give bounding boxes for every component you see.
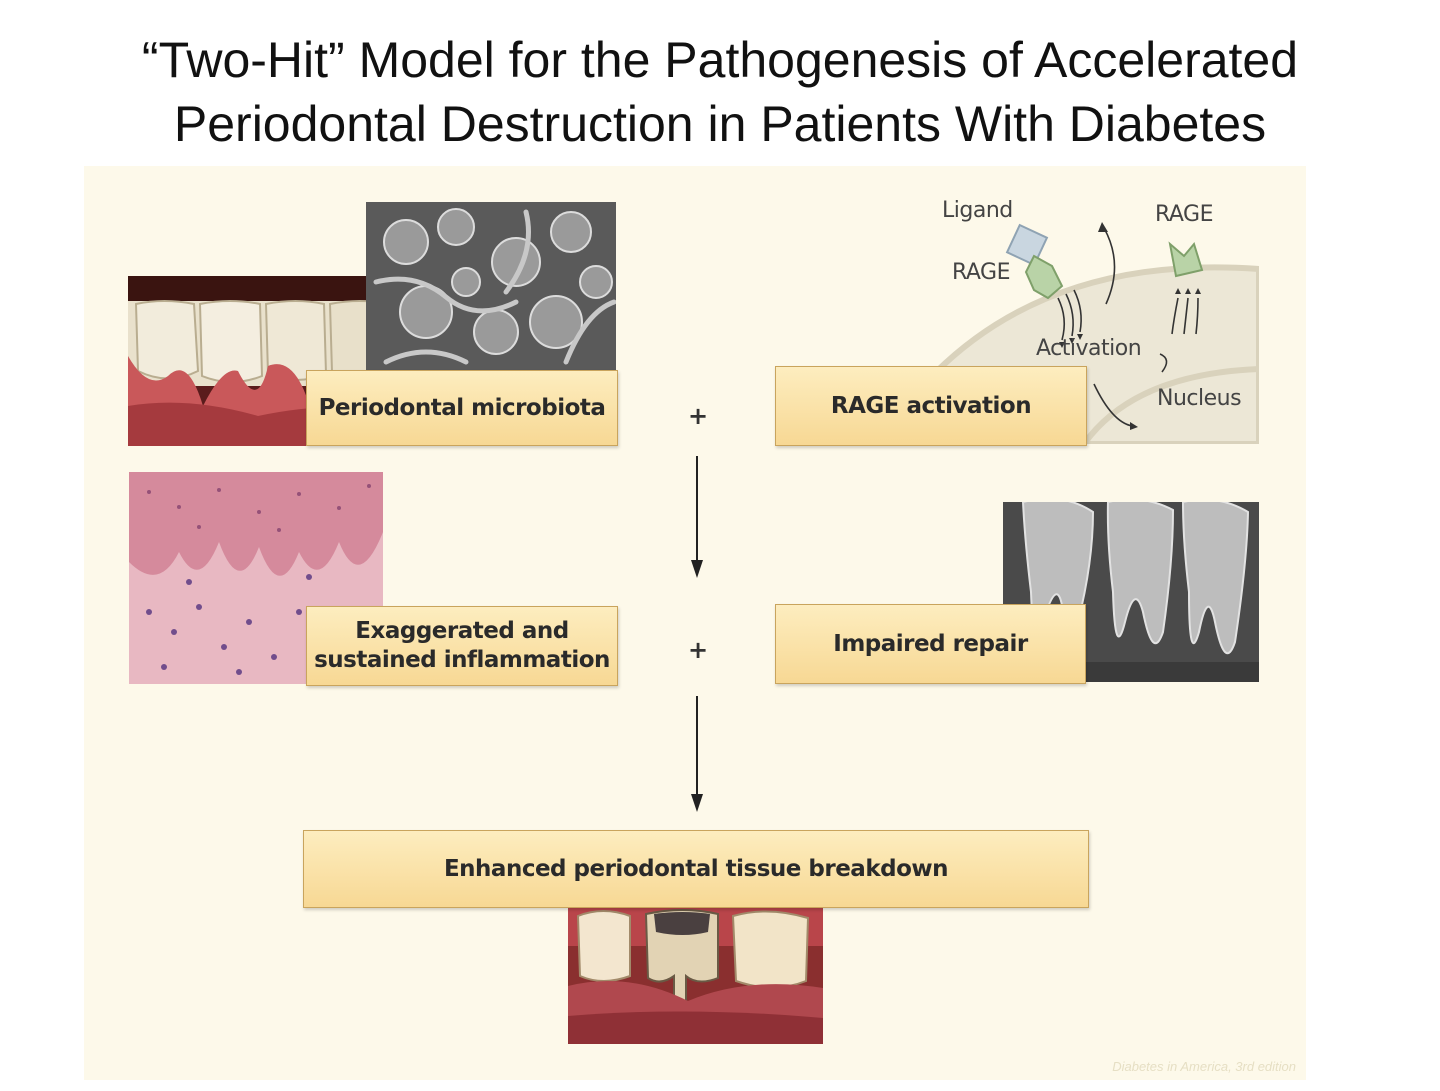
periodontal-microbiota-label: Periodontal microbiota: [318, 394, 606, 421]
inflammation-label-line-1: Exaggerated and: [355, 618, 569, 644]
rage-activation-label: RAGE activation: [830, 392, 1032, 419]
gingivitis-photo: [128, 276, 388, 446]
source-credit: Diabetes in America, 3rd edition: [1112, 1059, 1296, 1074]
rage-activation-box: RAGE activation: [775, 366, 1087, 446]
tissue-breakdown-box: Enhanced periodontal tissue breakdown: [303, 830, 1089, 908]
rage-receptor-icon: [1024, 254, 1064, 300]
rage-free-label: RAGE: [1155, 202, 1214, 227]
periodontal-microbiota-box: Periodontal microbiota: [306, 370, 618, 446]
arrow-down-icon: [691, 456, 703, 578]
tissue-breakdown-label: Enhanced periodontal tissue breakdown: [443, 855, 949, 882]
inflammation-box: Exaggerated and sustained inflammation: [306, 606, 618, 686]
activation-label: Activation: [1036, 336, 1142, 361]
rage-bound-label: RAGE: [952, 260, 1011, 285]
inflammation-label-line-2: sustained inflammation: [314, 647, 610, 673]
impaired-repair-box: Impaired repair: [775, 604, 1086, 684]
title-line-2: Periodontal Destruction in Patients With…: [173, 96, 1267, 152]
plus-sign-top: +: [688, 402, 709, 430]
nucleus-label: Nucleus: [1157, 386, 1242, 411]
slide-title: “Two-Hit” Model for the Pathogenesis of …: [0, 28, 1440, 156]
diagram-panel: Ligand RAGE RAGE Activation Nucleus: [84, 166, 1306, 1080]
impaired-repair-label: Impaired repair: [833, 630, 1028, 657]
plus-sign-middle: +: [688, 636, 709, 664]
ligand-label: Ligand: [942, 198, 1013, 223]
arrow-down-icon: [691, 696, 703, 812]
rage-receptor-free-icon: [1168, 241, 1204, 278]
title-line-1: “Two-Hit” Model for the Pathogenesis of …: [141, 32, 1299, 88]
periodontal-breakdown-photo: [568, 906, 823, 1044]
bacteria-micrograph: [366, 202, 616, 378]
ligand-icon: [1005, 223, 1049, 267]
